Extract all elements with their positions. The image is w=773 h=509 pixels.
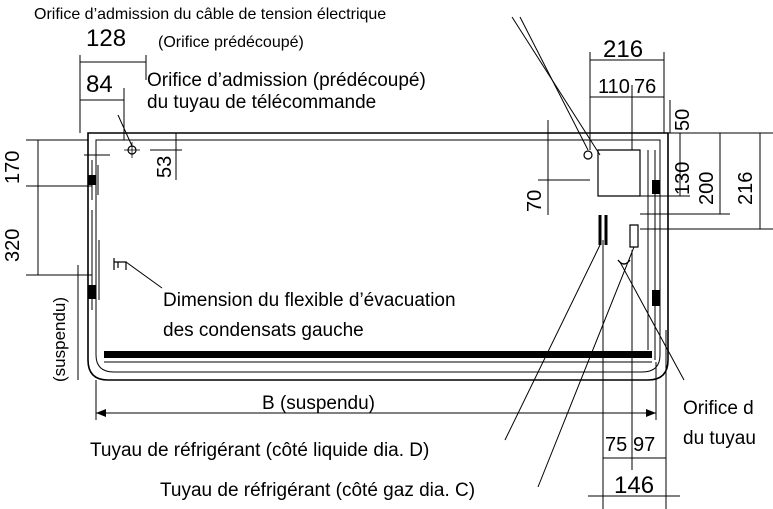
remote-pipe-hole-label-1: Orifice d’admission (prédécoupé)	[147, 70, 426, 91]
dim-320: 320	[2, 228, 24, 262]
dim-200: 200	[696, 171, 718, 205]
dim-110: 110	[598, 76, 630, 98]
power-cable-hole-icon	[584, 151, 592, 159]
power-cable-box	[598, 150, 640, 196]
dim-53: 53	[154, 155, 176, 178]
right-cut-label-1: Orifice d	[683, 398, 754, 419]
dim-76: 76	[634, 76, 657, 98]
gas-pipe-label: Tuyau de réfrigérant (côté gaz dia. C)	[160, 480, 476, 501]
dim-216-right: 216	[735, 171, 757, 205]
remote-pipe-hole-label-2: du tuyau de télécommande	[147, 92, 377, 113]
dim-146: 146	[614, 472, 655, 499]
liquid-pipe-label: Tuyau de réfrigérant (côté liquide dia. …	[90, 440, 430, 461]
unit-inner-outline	[96, 140, 660, 372]
dim-70: 70	[524, 189, 546, 212]
knockout-note-label: (Orifice prédécoupé)	[158, 34, 304, 51]
suspended-vertical-label: (suspendu)	[50, 296, 69, 382]
width-b-label: B (suspendu)	[262, 393, 376, 414]
power-cable-hole-label: Orifice d’admission du câble de tension …	[34, 6, 387, 23]
drain-hose-label-1: Dimension du flexible d’évacuation	[163, 290, 456, 311]
dim-170: 170	[2, 150, 24, 184]
bottom-rail	[104, 351, 652, 358]
dim-216-top: 216	[603, 36, 644, 63]
dim-128: 128	[86, 25, 127, 52]
dim-97: 97	[633, 434, 656, 456]
unit-body-outline	[88, 133, 668, 380]
dim-50: 50	[672, 108, 694, 131]
dim-130: 130	[672, 161, 694, 195]
dim-84: 84	[86, 71, 113, 98]
drain-hose-label-2: des condensats gauche	[163, 320, 364, 341]
right-cut-label-2: du tuyau	[683, 428, 756, 449]
drain-hose-marker	[114, 258, 126, 270]
dim-75: 75	[605, 434, 628, 456]
liquid-pipe-fitting	[600, 215, 606, 245]
gas-pipe-fitting	[630, 225, 638, 247]
